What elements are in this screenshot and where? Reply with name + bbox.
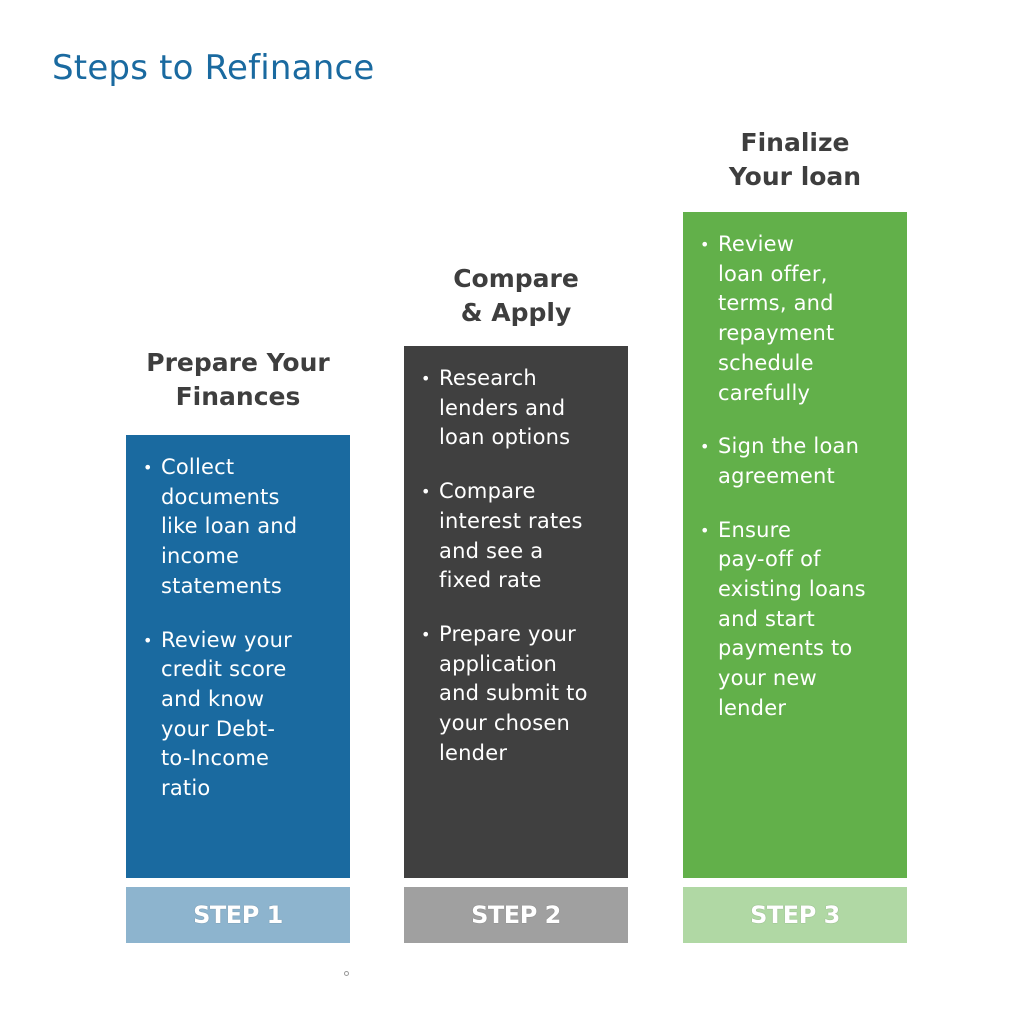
bullet-line: repayment — [718, 321, 835, 346]
step-2-label: STEP 2 — [404, 887, 628, 943]
step-2-bullets: • Research lenders and loan options • Co… — [419, 364, 618, 768]
bullet-item: • Research lenders and loan options — [419, 364, 618, 453]
bullet-line: ratio — [161, 776, 211, 801]
bullet-line: lender — [718, 695, 787, 720]
bullet-line: your chosen — [439, 711, 570, 736]
bullet-line: interest rates — [439, 508, 583, 533]
bullet-line: application — [439, 651, 558, 676]
heading-line: Prepare Your — [146, 348, 330, 377]
step-1-label: STEP 1 — [126, 887, 350, 943]
bullet-icon: • — [143, 458, 153, 477]
bullet-item: • Sign the loan agreement — [698, 432, 897, 491]
step-3-heading: Finalize Your loan — [663, 126, 927, 194]
bullet-line: loan offer, — [718, 261, 828, 286]
bullet-line: Prepare your — [439, 621, 576, 646]
bullet-line: your new — [718, 666, 817, 691]
bullet-item: • Ensure pay-off of existing loans and s… — [698, 516, 897, 724]
bullet-line: like loan and — [161, 514, 298, 539]
bullet-line: credit score — [161, 657, 287, 682]
bullet-item: • Collect documents like loan and income… — [141, 453, 340, 602]
page-title: Steps to Refinance — [52, 48, 375, 88]
bullet-line: and start — [718, 606, 815, 631]
bullet-line: your Debt- — [161, 716, 276, 741]
bullet-line: Review — [718, 232, 795, 256]
bullet-line: schedule — [718, 350, 814, 375]
bullet-line: and submit to — [439, 681, 588, 706]
bullet-line: Collect — [161, 455, 235, 479]
bullet-line: Compare — [439, 479, 536, 504]
step-1-heading: Prepare Your Finances — [106, 346, 370, 414]
bullet-icon: • — [143, 630, 153, 650]
step-3-bullets: • Review loan offer, terms, and repaymen… — [698, 230, 897, 724]
bullet-item: • Compare interest rates and see a fixed… — [419, 477, 618, 596]
bullet-line: existing loans — [718, 577, 866, 602]
bullet-line: fixed rate — [439, 568, 542, 593]
heading-line: Your loan — [728, 162, 862, 191]
bullet-line: Research — [439, 366, 537, 390]
decorative-dot-icon — [344, 971, 349, 976]
bullet-line: carefully — [718, 380, 811, 405]
bullet-icon: • — [700, 520, 710, 540]
bullet-line: Review your — [161, 627, 293, 652]
bullet-icon: • — [700, 235, 710, 254]
bullet-line: to-Income — [161, 746, 270, 771]
bullet-icon: • — [421, 482, 431, 502]
bullet-line: Ensure — [718, 517, 792, 542]
step-1-box: • Collect documents like loan and income… — [126, 435, 350, 878]
bullet-line: documents — [161, 484, 280, 509]
step-1-bullets: • Collect documents like loan and income… — [141, 453, 340, 804]
bullet-line: loan options — [439, 425, 571, 450]
bullet-line: agreement — [718, 463, 835, 488]
heading-line: Finalize — [740, 128, 850, 157]
bullet-line: income — [161, 544, 240, 569]
step-2-box: • Research lenders and loan options • Co… — [404, 346, 628, 878]
bullet-line: lenders and — [439, 395, 566, 420]
bullet-line: statements — [161, 573, 283, 598]
bullet-item: • Review your credit score and know your… — [141, 626, 340, 804]
step-3-label: STEP 3 — [683, 887, 907, 943]
bullet-line: payments to — [718, 636, 853, 661]
bullet-line: pay-off of — [718, 547, 821, 572]
bullet-line: and see a — [439, 538, 544, 563]
bullet-icon: • — [700, 437, 710, 457]
heading-line: Finances — [175, 382, 301, 411]
heading-line: & Apply — [460, 298, 572, 327]
step-2-heading: Compare & Apply — [384, 262, 648, 330]
bullet-line: lender — [439, 740, 508, 765]
bullet-item: • Review loan offer, terms, and repaymen… — [698, 230, 897, 408]
step-3-box: • Review loan offer, terms, and repaymen… — [683, 212, 907, 878]
bullet-icon: • — [421, 624, 431, 644]
bullet-icon: • — [421, 369, 431, 388]
heading-line: Compare — [453, 264, 579, 293]
bullet-item: • Prepare your application and submit to… — [419, 620, 618, 769]
bullet-line: Sign the loan — [718, 434, 860, 459]
bullet-line: terms, and — [718, 291, 834, 316]
bullet-line: and know — [161, 686, 265, 711]
